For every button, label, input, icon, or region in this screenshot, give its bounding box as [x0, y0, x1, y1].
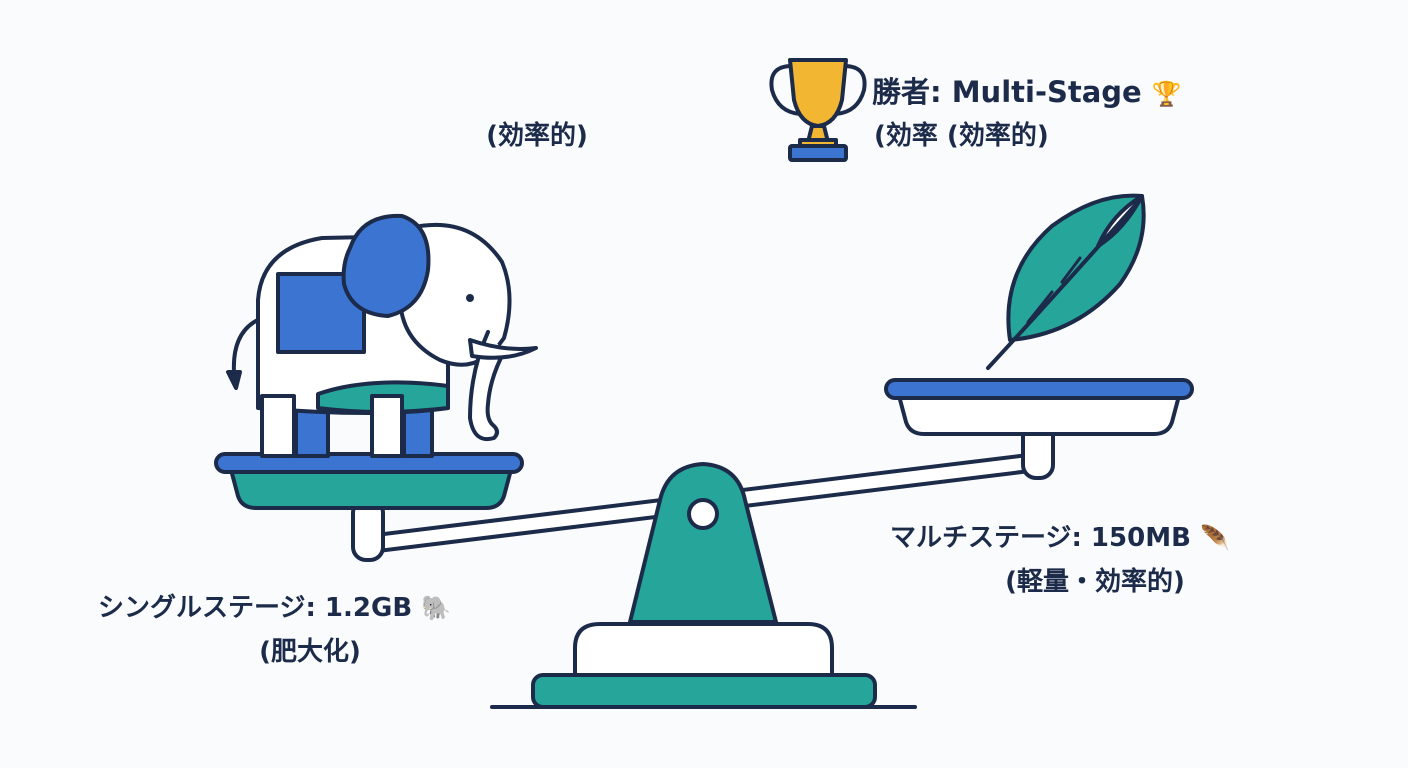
trophy-emoji-icon: 🏆 [1151, 80, 1182, 108]
single-stage-label-text: シングルステージ: 1.2GB [98, 593, 413, 623]
winner-title: 勝者: Multi-Stage 🏆 [872, 74, 1182, 110]
scale-fulcrum [628, 462, 778, 624]
multi-stage-note: (軽量・効率的) [1005, 567, 1185, 597]
top-note: (効率的) [486, 121, 588, 151]
single-stage-note: (肥大化) [259, 637, 361, 667]
single-stage-label: シングルステージ: 1.2GB 🐘 [98, 592, 451, 625]
elephant-emoji-icon: 🐘 [421, 594, 452, 622]
right-pan [884, 378, 1194, 480]
feather-icon [986, 193, 1146, 370]
feather-emoji-icon: 🪶 [1199, 524, 1230, 552]
left-pan [214, 452, 524, 562]
winner-title-text: 勝者: Multi-Stage [872, 75, 1142, 109]
scale-base [531, 622, 877, 709]
multi-stage-label-text: マルチステージ: 150MB [890, 523, 1191, 553]
winner-subtitle: (効率 (効率的) [874, 121, 1049, 151]
trophy-icon [769, 58, 867, 162]
multi-stage-label: マルチステージ: 150MB 🪶 [890, 522, 1230, 555]
elephant-icon [226, 213, 538, 458]
